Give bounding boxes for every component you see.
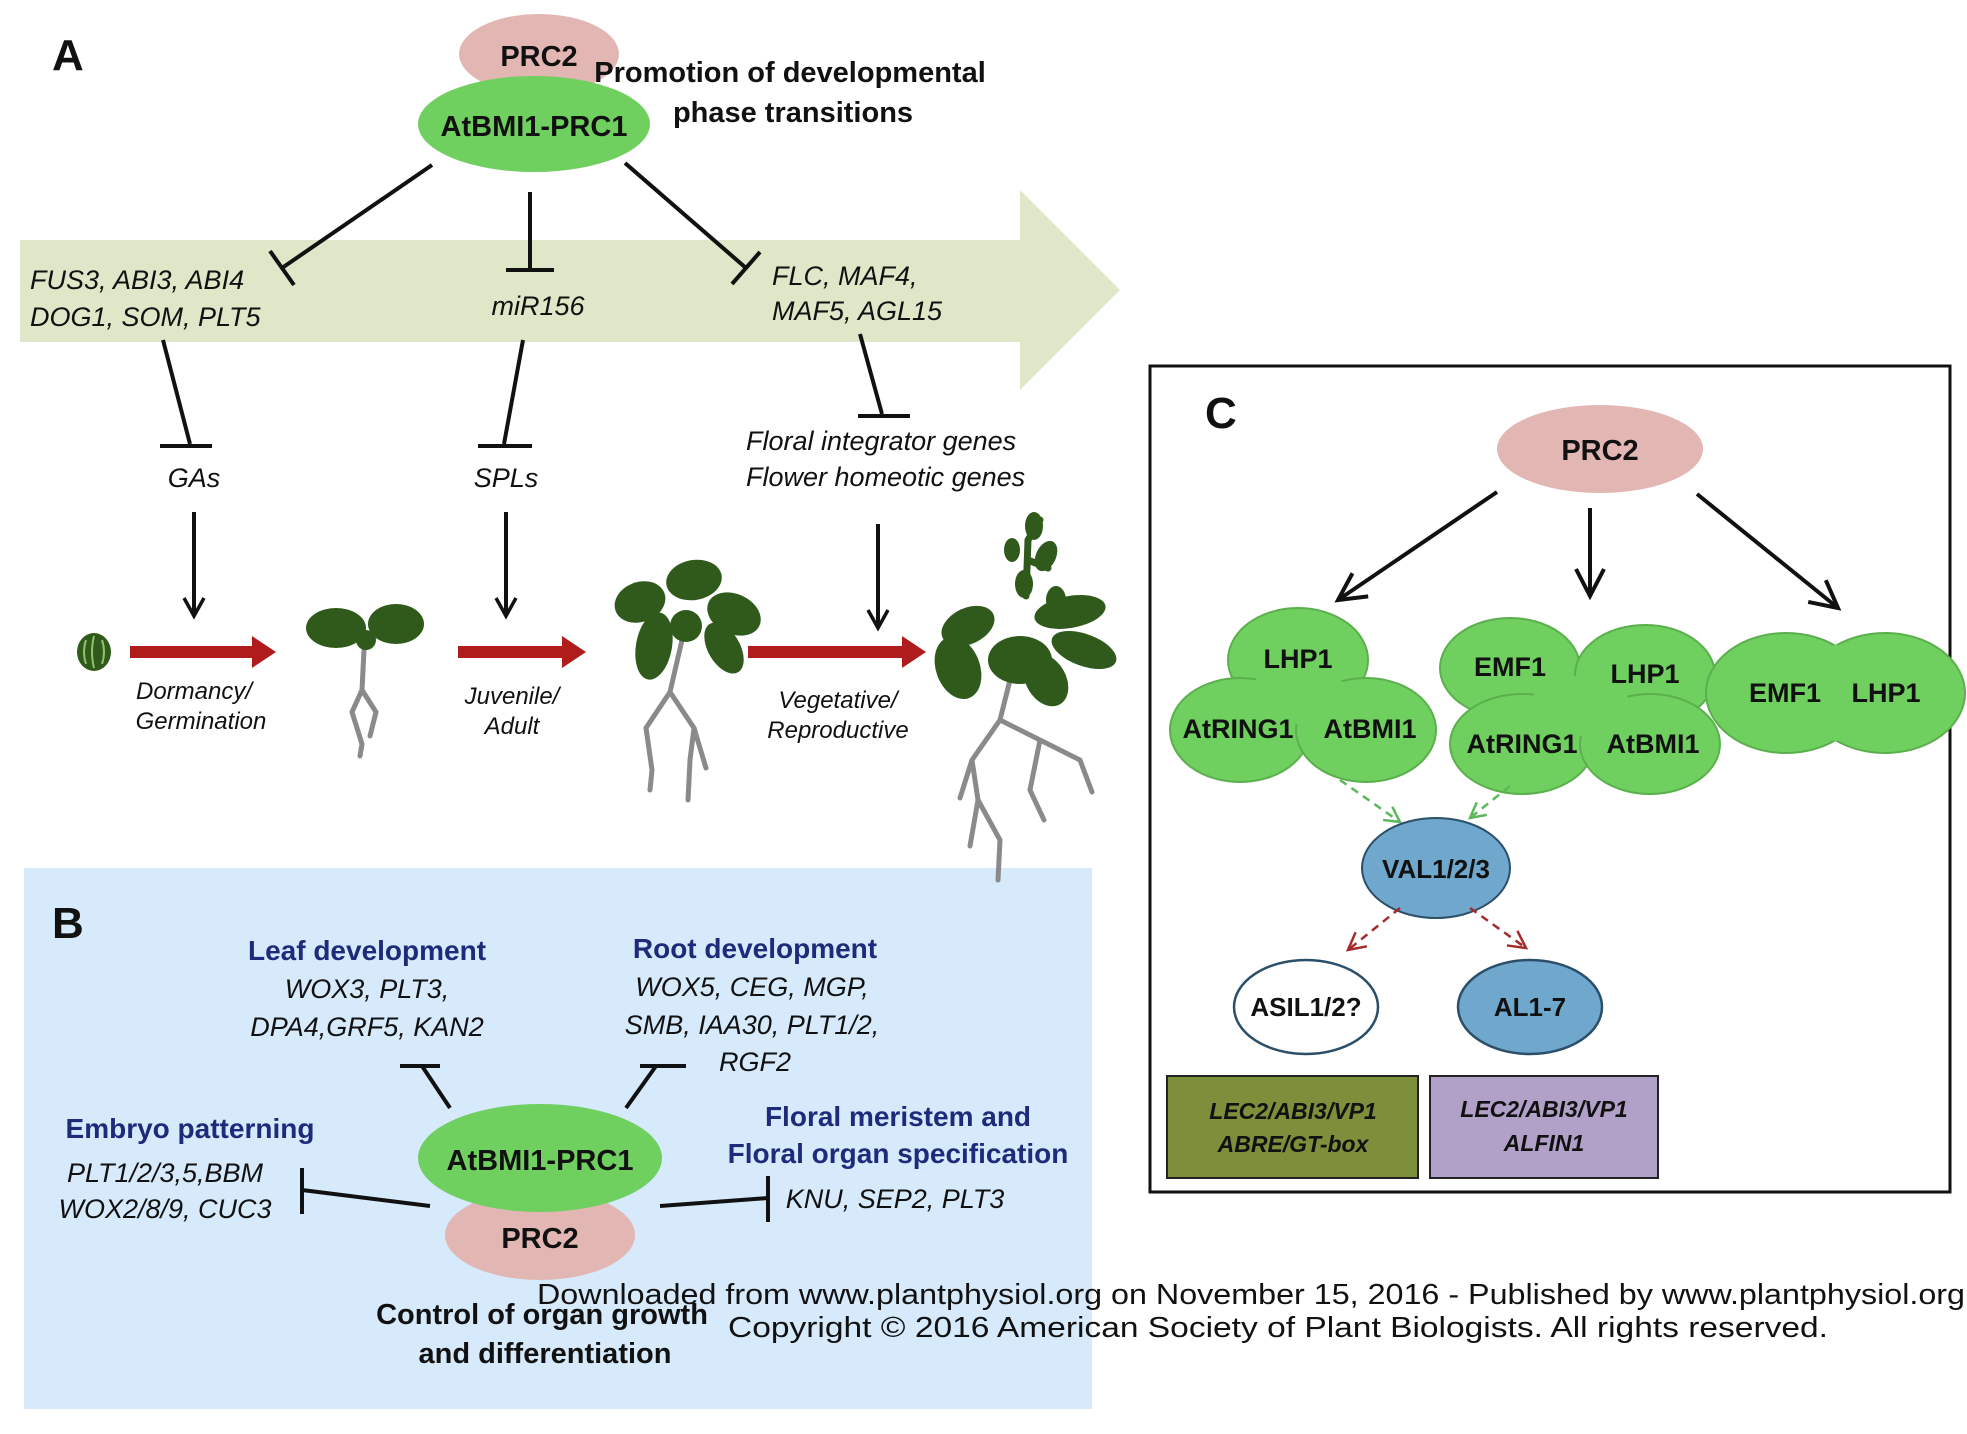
prc2-label: PRC2 bbox=[500, 41, 577, 73]
heading-line2: phase transitions bbox=[673, 97, 913, 129]
asil-ellipse bbox=[1232, 958, 1380, 1056]
transition-arrow-1 bbox=[130, 636, 276, 668]
panel-b-footer-line2: and differentiation bbox=[419, 1338, 672, 1370]
root-line3: RGF2 bbox=[719, 1047, 791, 1077]
credit-line2: Copyright © 2016 American Society of Pla… bbox=[728, 1312, 1828, 1344]
embryo-line2: WOX2/8/9, CUC3 bbox=[58, 1194, 271, 1224]
atbmi1-prc1-label: AtBMI1-PRC1 bbox=[441, 111, 628, 143]
reproductive-plant-icon bbox=[934, 512, 1117, 883]
complex-2 bbox=[1439, 617, 1721, 795]
complex2-atring1: AtRING1 bbox=[1466, 729, 1577, 759]
panel-c: C PRC2 LHP1 AtRING1 AtBMI1 EMF1 LHP1 At bbox=[1148, 364, 1966, 1194]
transition-3-line2: Reproductive bbox=[767, 717, 908, 744]
complex1-atbmi1: AtBMI1 bbox=[1324, 714, 1417, 744]
targets-mid: miR156 bbox=[491, 291, 585, 321]
panel-b-repression-lines bbox=[300, 1064, 770, 1222]
asil-label: ASIL1/2? bbox=[1250, 992, 1361, 1022]
complex2-emf1: EMF1 bbox=[1474, 652, 1546, 682]
transition-3-line1: Vegetative/ bbox=[778, 687, 900, 714]
root-line1: WOX5, CEG, MGP, bbox=[635, 972, 869, 1002]
val-target-arrows bbox=[1345, 906, 1529, 952]
floral-title-line2: Floral organ specification bbox=[728, 1138, 1069, 1169]
panel-b-prc2-label: PRC2 bbox=[501, 1223, 578, 1255]
complex2-lhp1: LHP1 bbox=[1610, 659, 1679, 689]
panel-b-label: B bbox=[52, 899, 84, 948]
leaf-line2: DPA4,GRF5, KAN2 bbox=[250, 1012, 484, 1042]
repression-lines-top bbox=[268, 161, 762, 287]
panel-b-atbmi1-prc1-label: AtBMI1-PRC1 bbox=[447, 1145, 634, 1177]
val-recruitment-arrows bbox=[1339, 778, 1511, 824]
panel-b-atbmi1-prc1-ellipse bbox=[418, 1104, 662, 1212]
transition-arrows bbox=[130, 636, 926, 668]
prc2-recruitment-arrows bbox=[1338, 490, 1838, 608]
complex2-atbmi1: AtBMI1 bbox=[1607, 729, 1700, 759]
al-ellipse bbox=[1456, 958, 1604, 1056]
box2 bbox=[1429, 1075, 1659, 1179]
val-ellipse bbox=[1361, 817, 1511, 919]
complex3-lhp1: LHP1 bbox=[1851, 678, 1920, 708]
root-line2: SMB, IAA30, PLT1/2, bbox=[625, 1010, 880, 1040]
box1 bbox=[1166, 1075, 1419, 1179]
transition-1-line1: Dormancy/ bbox=[136, 678, 254, 705]
panel-a: A PRC2 AtBMI1-PRC1 Promotion of developm… bbox=[20, 14, 1120, 883]
leaf-title: Leaf development bbox=[248, 935, 486, 966]
embryo-title: Embryo patterning bbox=[66, 1113, 315, 1144]
box2-line1: LEC2/ABI3/VP1 bbox=[1460, 1096, 1627, 1122]
complex-3 bbox=[1705, 632, 1966, 754]
targets-left-line2: DOG1, SOM, PLT5 bbox=[30, 302, 262, 332]
val-label: VAL1/2/3 bbox=[1382, 854, 1490, 884]
panel-c-prc2-label: PRC2 bbox=[1561, 435, 1638, 467]
transition-2-line2: Adult bbox=[483, 713, 541, 740]
panel-c-prc2-ellipse bbox=[1497, 405, 1703, 493]
embryo-line1: PLT1/2/3,5,BBM bbox=[67, 1158, 264, 1188]
downstream-floral-line1: Floral integrator genes bbox=[746, 426, 1016, 456]
seedling-icon bbox=[306, 604, 424, 759]
panel-b-prc2-ellipse bbox=[445, 1190, 635, 1280]
panel-b-footer-line1: Control of organ growth bbox=[376, 1299, 708, 1331]
panel-b-content: B Leaf development WOX3, PLT3, DPA4,GRF5… bbox=[52, 899, 1068, 1370]
downstream-floral-line2: Flower homeotic genes bbox=[746, 462, 1025, 492]
al-label: AL1-7 bbox=[1494, 992, 1566, 1022]
targets-right-line2: MAF5, AGL15 bbox=[772, 296, 943, 326]
repression-lines-bottom bbox=[160, 333, 910, 448]
atbmi1-prc1-ellipse bbox=[418, 76, 650, 172]
panel-c-label: C bbox=[1205, 389, 1237, 438]
panel-a-label: A bbox=[52, 31, 84, 80]
box2-line2: ALFIN1 bbox=[1503, 1130, 1585, 1156]
targets-right-line1: FLC, MAF4, bbox=[772, 261, 918, 291]
floral-line1: KNU, SEP2, PLT3 bbox=[786, 1184, 1005, 1214]
leaf-line1: WOX3, PLT3, bbox=[285, 974, 450, 1004]
transition-arrow-3 bbox=[748, 636, 926, 668]
phase-band-arrow bbox=[20, 190, 1120, 390]
targets-left-line1: FUS3, ABI3, ABI4 bbox=[30, 265, 244, 295]
box1-line1: LEC2/ABI3/VP1 bbox=[1209, 1098, 1376, 1124]
prc2-ellipse bbox=[459, 14, 619, 94]
floral-title-line1: Floral meristem and bbox=[765, 1101, 1031, 1132]
complex1-lhp1: LHP1 bbox=[1263, 644, 1332, 674]
heading-line1: Promotion of developmental bbox=[594, 57, 986, 89]
root-title: Root development bbox=[633, 933, 877, 964]
complex3-emf1: EMF1 bbox=[1749, 678, 1821, 708]
downstream-gas: GAs bbox=[168, 463, 221, 493]
credit-line1: Downloaded from www.plantphysiol.org on … bbox=[537, 1279, 1965, 1311]
down-arrows bbox=[182, 512, 890, 632]
complex1-atring1: AtRING1 bbox=[1182, 714, 1293, 744]
complex-1 bbox=[1169, 607, 1437, 783]
box1-line2: ABRE/GT-box bbox=[1217, 1131, 1370, 1157]
seed-icon bbox=[77, 633, 111, 671]
transition-1-line2: Germination bbox=[136, 708, 267, 735]
transition-arrow-2 bbox=[458, 636, 586, 668]
juvenile-plant-icon bbox=[614, 559, 761, 803]
transition-2-line1: Juvenile/ bbox=[464, 683, 562, 710]
downstream-spls: SPLs bbox=[474, 463, 539, 493]
